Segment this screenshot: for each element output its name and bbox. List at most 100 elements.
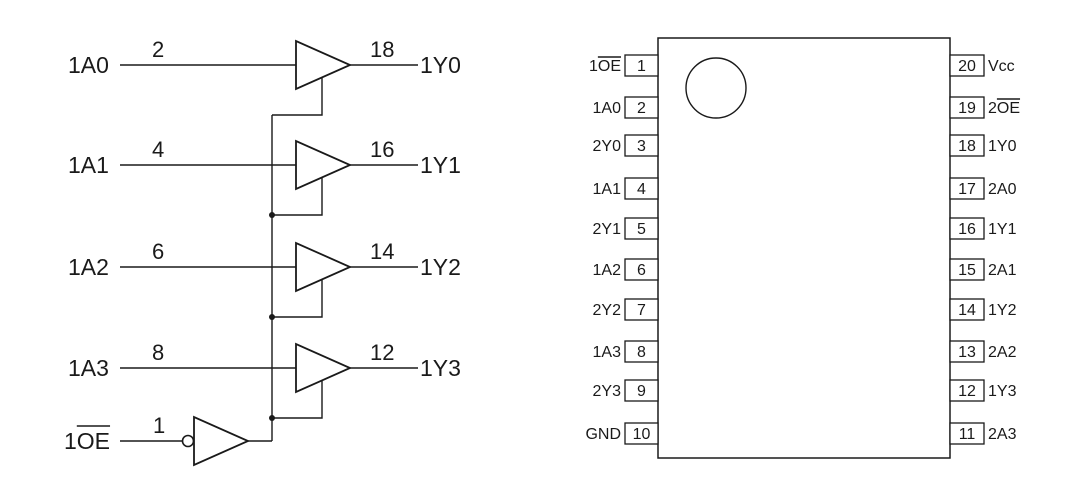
pin-box [949, 217, 985, 240]
pin-box [624, 340, 659, 363]
pin-box [624, 54, 659, 77]
pin-number: 9 [637, 383, 646, 400]
pin-label: 2Y2 [593, 302, 622, 319]
pin-number: 4 [637, 181, 646, 198]
output-pin-number: 14 [370, 239, 394, 264]
inverter-gate-icon [193, 415, 251, 467]
pin-number: 18 [958, 138, 976, 155]
output-pin-number: 12 [370, 340, 394, 365]
pin-label: 1A0 [593, 100, 622, 117]
pin-label-text: 2A1 [988, 262, 1017, 279]
enable-pin-number: 1 [153, 413, 165, 438]
pin-box [949, 96, 985, 119]
enable-wire [272, 279, 323, 318]
pin-label-text: 2Y0 [593, 138, 622, 155]
pin-box [624, 258, 659, 281]
pin-label: 1A3 [593, 344, 622, 361]
pin-number: 13 [958, 344, 976, 361]
enable-label-prefix: 1 [64, 428, 77, 454]
output-label: 1Y1 [420, 152, 461, 178]
pin-box [949, 54, 985, 77]
pin-box [624, 422, 659, 445]
input-pin-number: 2 [152, 37, 164, 62]
pin-number: 2 [637, 100, 646, 117]
enable-wire [272, 380, 323, 419]
pin-label-prefix: 2 [988, 100, 997, 117]
pin-label: Vcc [988, 58, 1015, 75]
input-label: 1A0 [68, 52, 109, 78]
pin-box [624, 134, 659, 157]
pin-number: 6 [637, 262, 646, 279]
pin1-marker-icon [685, 57, 747, 119]
pin-box [624, 96, 659, 119]
pin-label: GND [585, 426, 621, 443]
pin-label: 2Y0 [593, 138, 622, 155]
pin-label: 1Y0 [988, 138, 1017, 155]
pin-box [949, 298, 985, 321]
pin-label: 1A2 [593, 262, 622, 279]
pin-label-text: 1A0 [593, 100, 622, 117]
input-pin-number: 6 [152, 239, 164, 264]
buffer-gate-icon [295, 139, 353, 191]
pin-label-text: 2A3 [988, 426, 1017, 443]
pin-number: 16 [958, 221, 976, 238]
pin-label-text: 1A2 [593, 262, 622, 279]
pin-number: 17 [958, 181, 976, 198]
output-label: 1Y0 [420, 52, 461, 78]
pin-box [949, 177, 985, 200]
pin-label-text: 1Y0 [988, 138, 1017, 155]
pin-label-text: 1Y1 [988, 221, 1017, 238]
enable-label-name: OE [77, 428, 110, 454]
pin-label-text: 2Y3 [593, 383, 622, 400]
pin-box [949, 134, 985, 157]
pin-number: 3 [637, 138, 646, 155]
input-pin-number: 8 [152, 340, 164, 365]
pin-number: 1 [637, 58, 646, 75]
pin-label-text: 2A0 [988, 181, 1017, 198]
pin-box [624, 177, 659, 200]
pin-number: 15 [958, 262, 976, 279]
pin-box [624, 217, 659, 240]
buffer-gate-icon [295, 39, 353, 91]
pin-label-text: 1A3 [593, 344, 622, 361]
pin-label: 1Y1 [988, 221, 1017, 238]
pin-label: 2A1 [988, 262, 1017, 279]
pin-number: 11 [959, 426, 976, 443]
pin-label-text: 2A2 [988, 344, 1017, 361]
pin-box [949, 258, 985, 281]
pin-number: 5 [637, 221, 646, 238]
enable-wire [272, 177, 323, 216]
pin-label: 1A1 [593, 181, 622, 198]
pin-label: 2Y1 [593, 221, 622, 238]
buffer-gate-icon [295, 342, 353, 394]
input-label: 1A1 [68, 152, 109, 178]
pin-label-text: 1A1 [593, 181, 622, 198]
pin-label-text: OE [598, 58, 621, 75]
chip-body [657, 37, 951, 459]
pin-label: 2Y3 [593, 383, 622, 400]
pin-number: 14 [958, 302, 976, 319]
pin-label: 1Y2 [988, 302, 1017, 319]
input-label: 1A3 [68, 355, 109, 381]
output-label: 1Y3 [420, 355, 461, 381]
output-label: 1Y2 [420, 254, 461, 280]
pin-number: 20 [958, 58, 976, 75]
pin-box [624, 298, 659, 321]
pin-label-text: 1Y2 [988, 302, 1017, 319]
pin-label: 1OE [589, 58, 621, 75]
input-pin-number: 4 [152, 137, 164, 162]
pin-label: 1Y3 [988, 383, 1017, 400]
buffer-gate-icon [295, 241, 353, 293]
package-pinout: 11OE21A032Y041A152Y161A272Y281A392Y310GN… [585, 37, 1021, 459]
pin-label: 2OE [988, 100, 1020, 117]
pin-label-text: OE [997, 100, 1020, 117]
input-label: 1A2 [68, 254, 109, 280]
enable-wire [272, 77, 323, 116]
pin-box [949, 422, 985, 445]
inverter-bubble-icon [181, 434, 195, 448]
enable-label: 1OE [64, 428, 110, 454]
pin-label-text: GND [585, 426, 621, 443]
pin-number: 19 [958, 100, 976, 117]
